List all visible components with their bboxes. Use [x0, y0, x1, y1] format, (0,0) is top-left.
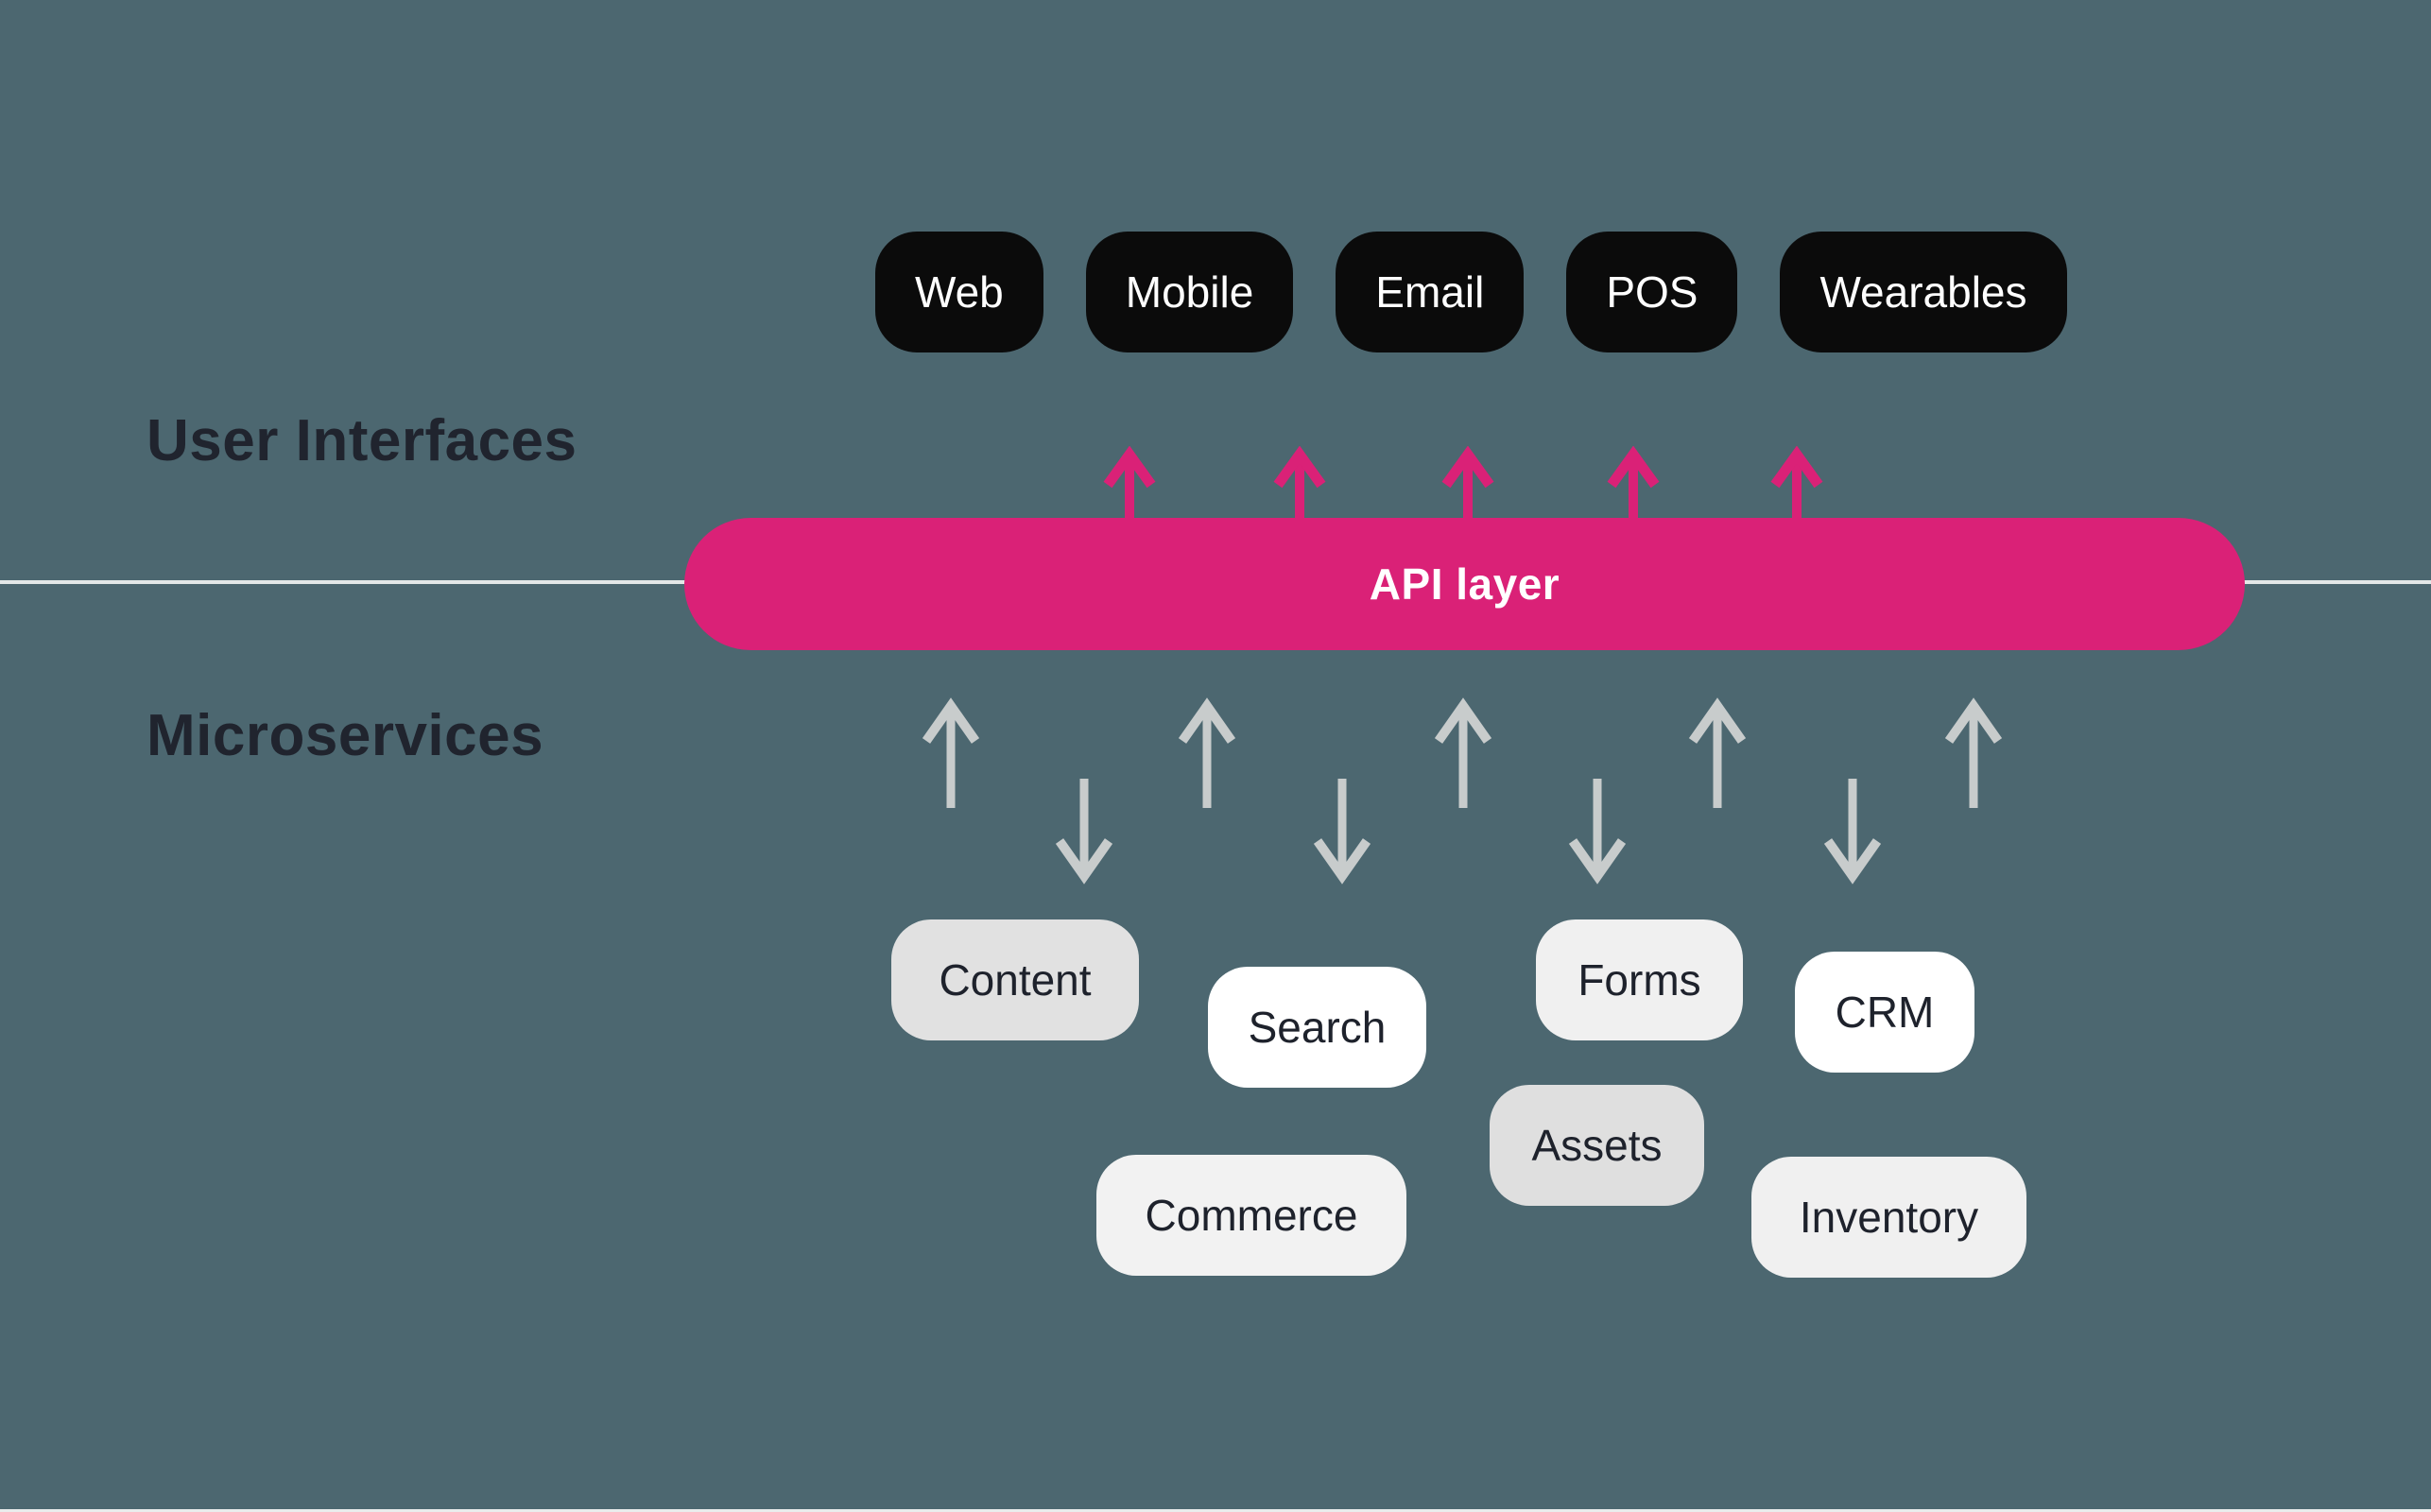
microservice-pill-search: Search	[1208, 967, 1426, 1088]
microservice-label: Assets	[1531, 1121, 1663, 1170]
microservice-pill-commerce: Commerce	[1096, 1155, 1406, 1276]
ui-channel-label: Wearables	[1819, 267, 2027, 317]
bottom-edge-line	[0, 1509, 2431, 1512]
ui-channel-pill-web: Web	[875, 232, 1043, 352]
microservice-label: Inventory	[1799, 1193, 1979, 1242]
ui-channel-pill-wearables: Wearables	[1780, 232, 2067, 352]
ui-channel-label: Email	[1375, 267, 1485, 317]
pink-arrow-up-icon	[1441, 446, 1494, 520]
microservices-label: Microservices	[147, 703, 544, 768]
microservice-pill-forms: Forms	[1536, 919, 1743, 1040]
microservice-label: Forms	[1578, 955, 1701, 1005]
ui-channel-pill-mobile: Mobile	[1085, 232, 1294, 352]
microservice-pill-inventory: Inventory	[1751, 1157, 2026, 1278]
pink-arrow-up-icon	[1103, 446, 1156, 520]
api-layer-bar: API layer	[684, 518, 2245, 650]
microservice-pill-content: Content	[891, 919, 1139, 1040]
ui-channel-pill-pos: POS	[1566, 232, 1738, 352]
microservice-label: Commerce	[1145, 1191, 1358, 1240]
gray-arrow-up-icon	[922, 697, 980, 808]
ui-channel-label: Web	[915, 267, 1004, 317]
user-interfaces-label: User Interfaces	[147, 408, 578, 473]
pink-arrow-up-icon	[1770, 446, 1823, 520]
gray-arrow-down-icon	[1313, 779, 1371, 885]
api-layer-label: API layer	[1369, 559, 1560, 609]
microservice-label: Content	[939, 955, 1092, 1005]
ui-channel-pill-email: Email	[1336, 232, 1525, 352]
gray-arrow-down-icon	[1823, 779, 1882, 885]
pink-arrow-up-icon	[1273, 446, 1326, 520]
microservice-pill-crm: CRM	[1795, 952, 1974, 1073]
microservice-pill-assets: Assets	[1490, 1085, 1704, 1206]
microservice-label: Search	[1248, 1003, 1387, 1052]
gray-arrow-up-icon	[1688, 697, 1747, 808]
ui-channel-label: Mobile	[1125, 267, 1254, 317]
gray-arrow-down-icon	[1055, 779, 1113, 885]
gray-arrow-up-icon	[1178, 697, 1236, 808]
pink-arrow-up-icon	[1607, 446, 1660, 520]
microservice-label: CRM	[1835, 988, 1935, 1037]
gray-arrow-up-icon	[1434, 697, 1492, 808]
ui-channels-row: Web Mobile Email POS Wearables	[875, 232, 2067, 352]
gray-arrow-up-icon	[1944, 697, 2003, 808]
gray-arrow-down-icon	[1568, 779, 1627, 885]
ui-channel-label: POS	[1606, 267, 1698, 317]
